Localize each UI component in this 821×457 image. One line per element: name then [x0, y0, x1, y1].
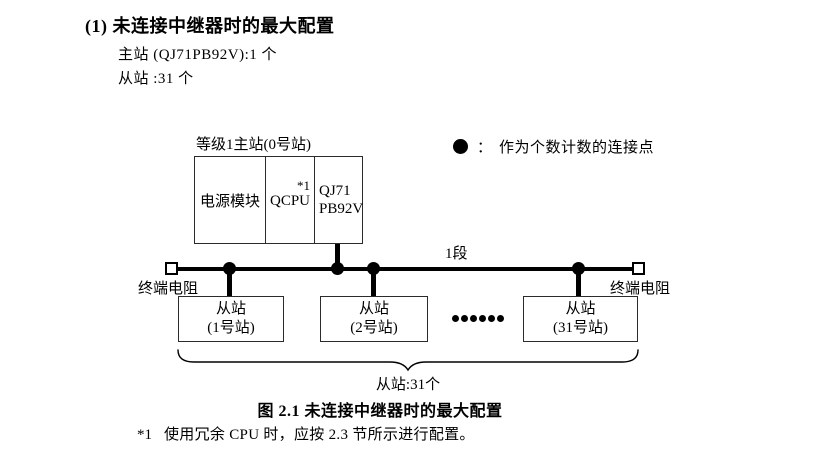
slave-station-1-line1: 从站: [215, 301, 246, 317]
footnote-text: 使用冗余 CPU 时，应按 2.3 节所示进行配置。: [164, 427, 475, 443]
network-module-cell: QJ71 PB92V: [315, 157, 364, 243]
connection-dot: [367, 262, 380, 275]
master-station-box: 电源模块 *1 QCPU QJ71 PB92V: [194, 156, 363, 244]
master-drop-line: [335, 244, 340, 268]
slave-station-2-line1: 从站: [358, 301, 389, 317]
slave1-drop-line: [227, 270, 232, 297]
slave-station-2-box: 从站 (2号站): [320, 296, 428, 342]
slave-count-line: 从站 :31 个: [118, 71, 194, 87]
footnote: *1 使用冗余 CPU 时，应按 2.3 节所示进行配置。: [137, 423, 475, 444]
terminating-resistor-right-label: 终端电阻: [610, 281, 671, 297]
slave31-drop-line: [576, 270, 581, 297]
slaves-summary-label: 从站:31个: [375, 377, 441, 393]
legend-separator: ：: [477, 140, 493, 156]
terminating-resistor-left-label: 终端电阻: [138, 281, 199, 297]
network-module-line2: PB92V: [319, 201, 364, 217]
footnote-ref-marker: *1: [297, 178, 310, 193]
slave-station-1-box: 从站 (1号站): [178, 296, 284, 342]
slave-station-31-line2: (31号站): [553, 320, 608, 336]
footnote-marker: *1: [137, 427, 152, 443]
slave2-drop-line: [371, 270, 376, 297]
cpu-module-cell: *1 QCPU: [266, 157, 315, 243]
ellipsis-dots-icon: [452, 315, 504, 322]
section-heading: (1) 未连接中继器时的最大配置: [85, 16, 335, 36]
connection-point-icon: [453, 139, 468, 154]
bus-line: [173, 267, 637, 271]
slave-station-31-box: 从站 (31号站): [523, 296, 638, 342]
connection-dot: [572, 262, 585, 275]
terminating-resistor-right-icon: [632, 262, 645, 275]
master-station-label: 等级1主站(0号站): [196, 137, 311, 153]
terminating-resistor-left-icon: [165, 262, 178, 275]
slave-station-1-line2: (1号站): [207, 320, 255, 336]
figure-caption: 图 2.1 未连接中继器时的最大配置: [257, 403, 503, 420]
legend-text: 作为个数计数的连接点: [499, 140, 655, 156]
network-module-line1: QJ71: [319, 183, 351, 199]
connection-dot: [331, 262, 344, 275]
slave-station-31-line1: 从站: [565, 301, 596, 317]
master-count-line: 主站 (QJ71PB92V):1 个: [118, 47, 278, 63]
connection-dot: [223, 262, 236, 275]
slaves-brace: [177, 349, 639, 372]
slave-station-2-line2: (2号站): [350, 320, 398, 336]
cpu-module-label: QCPU: [270, 193, 311, 209]
power-module-cell: 电源模块: [195, 157, 266, 243]
legend: ： 作为个数计数的连接点: [453, 136, 654, 157]
segment-label: 1段: [445, 246, 468, 262]
